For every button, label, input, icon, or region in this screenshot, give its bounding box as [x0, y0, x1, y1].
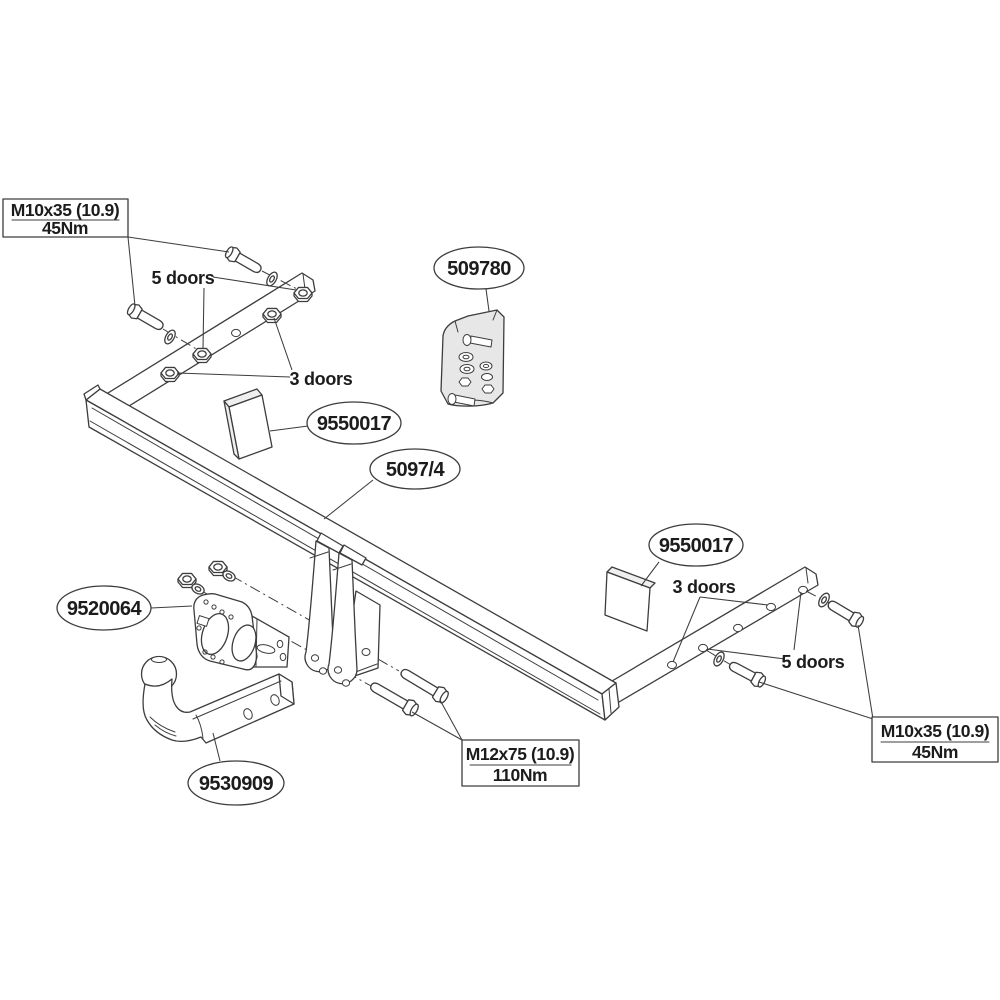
svg-text:9530909: 9530909 [199, 773, 274, 795]
torque-value: 45Nm [912, 742, 958, 762]
label-five-doors-right: 5 doors [782, 652, 845, 672]
svg-text:9520064: 9520064 [67, 598, 143, 620]
callout-fitting-kit: 509780 [433, 246, 525, 290]
label-three-doors-left: 3 doors [290, 369, 353, 389]
torque-spec: M10x35 (10.9) [881, 721, 990, 741]
torque-value: 110Nm [493, 765, 547, 785]
label-three-doors-right: 3 doors [673, 577, 736, 597]
strip-hole [231, 328, 241, 338]
socket-plate-small-holes [196, 599, 234, 665]
socket-plate-assembly [177, 560, 290, 671]
left-mounting-strip [94, 272, 316, 420]
torque-box-m12: M12x75 (10.9) 110Nm [461, 739, 580, 787]
socket-hole-notch [196, 615, 210, 627]
bolt-m10-top-left-1 [124, 300, 167, 335]
socket-hole-oval [231, 624, 257, 662]
leader-lines [127, 236, 874, 762]
callout-spacer-right: 9550017 [648, 523, 744, 567]
strap-rear [327, 552, 358, 685]
callout-ellipse [369, 448, 461, 490]
label-five-doors-left: 5 doors [152, 268, 215, 288]
callout-towball: 9530909 [187, 760, 285, 806]
callout-spacer-left: 9550017 [306, 401, 402, 445]
bolt-m10-top-left-2 [222, 243, 265, 278]
towball [140, 655, 295, 744]
torque-spec: M12x75 (10.9) [466, 744, 575, 764]
callout-ellipse [56, 585, 152, 631]
strap-front [304, 540, 335, 673]
callout-ellipse [648, 523, 744, 567]
torque-box-m10-right: M10x35 (10.9) 45Nm [871, 716, 999, 763]
hanger-straps [304, 532, 381, 687]
callout-socket-plate: 9520064 [56, 585, 152, 631]
bolt-m10-right-2 [725, 657, 769, 691]
torque-value: 45Nm [42, 218, 88, 238]
callout-crossbar: 5097/4 [369, 448, 461, 490]
svg-text:509780: 509780 [447, 258, 511, 280]
svg-text:9550017: 9550017 [659, 535, 734, 557]
svg-text:9550017: 9550017 [317, 413, 392, 435]
towball-bar-end [278, 673, 295, 705]
torque-box-m10-left: M10x35 (10.9) 45Nm [2, 198, 129, 238]
callout-ellipse [187, 760, 285, 806]
torque-spec: M10x35 (10.9) [11, 200, 120, 220]
svg-text:5097/4: 5097/4 [386, 459, 446, 481]
bag-contents [447, 334, 495, 407]
callout-ellipse [306, 401, 402, 445]
bolt-m10-right-1 [824, 596, 867, 631]
callout-ellipse [433, 246, 525, 290]
fitting-kit-bag [440, 309, 505, 407]
spacer-block-left [223, 388, 273, 460]
